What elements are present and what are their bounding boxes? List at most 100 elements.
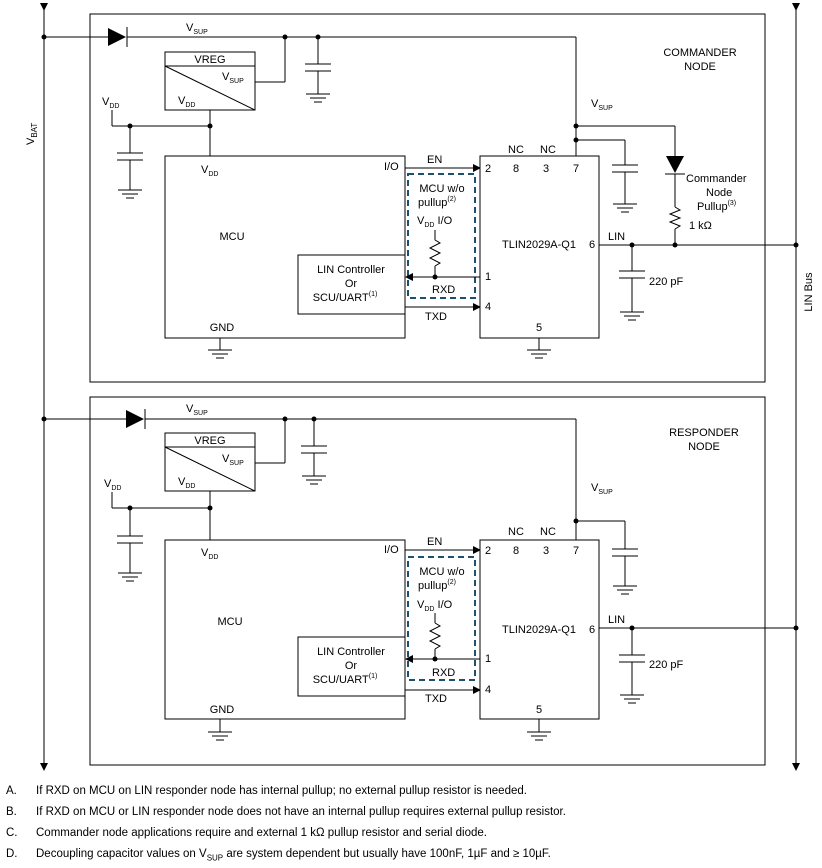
mcu-pullup-label: pullup(2) <box>418 196 456 209</box>
lin-controller-or: Or <box>345 278 358 290</box>
pullup-diode-icon <box>666 156 684 173</box>
vdd-label: VDD <box>102 96 119 110</box>
nc-label-1: NC <box>508 144 524 156</box>
vreg-vdd-label: VDD <box>178 95 195 109</box>
lin-controller-or: Or <box>345 660 358 672</box>
transceiver-ground-icon <box>527 719 551 741</box>
pin7-decoupling-capacitor-icon <box>612 521 638 595</box>
lin-controller-block <box>297 254 406 315</box>
footnote-letter: B. <box>6 806 17 818</box>
mcu-wo-label: MCU w/o <box>419 566 464 578</box>
pullup-label-2: Node <box>706 187 732 199</box>
commander-node: COMMANDER NODE VSUP VREG VSUP VDD <box>41 13 799 383</box>
vsup-label: VSUP <box>186 22 208 36</box>
lin-capacitor-icon <box>619 245 645 321</box>
lin-bus-label: LIN Bus <box>803 272 815 312</box>
rxd-pullup-resistor-icon <box>428 613 442 659</box>
mcu-pullup-dashed-box <box>407 556 476 681</box>
mcu-label: MCU <box>219 231 244 243</box>
lin-controller-label: LIN Controller <box>317 264 385 276</box>
footnote-a: A. If RXD on MCU on LIN responder node h… <box>6 781 816 802</box>
mcu-gnd-label: GND <box>210 322 235 334</box>
footnote-d: D. Decoupling capacitor values on VSUP a… <box>6 844 816 868</box>
footnote-text: Decoupling capacitor values on VSUP are … <box>36 848 551 863</box>
pin-5: 5 <box>536 704 542 716</box>
pin-8: 8 <box>513 163 519 175</box>
pin-2: 2 <box>485 545 491 557</box>
vreg-label: VREG <box>194 54 225 66</box>
rxd-pullup-resistor-icon <box>428 230 442 277</box>
responder-node-title-2: NODE <box>688 441 720 453</box>
footnote-letter: C. <box>6 827 18 839</box>
transceiver-block <box>479 539 600 720</box>
pullup-label-3: Pullup(3) <box>697 200 736 213</box>
supply-diode-icon <box>126 410 144 428</box>
cap-220pf-label: 220 pF <box>649 659 684 671</box>
mcu-ground-icon <box>208 338 232 359</box>
mcu-io-label: I/O <box>384 544 399 556</box>
vreg-block <box>164 432 256 492</box>
mcu-label: MCU <box>217 616 242 628</box>
lin-controller-label: LIN Controller <box>317 646 385 658</box>
pin-7: 7 <box>573 163 579 175</box>
pin-4: 4 <box>485 684 491 696</box>
vdd-io-label: VDD I/O <box>417 215 453 229</box>
supply-diode-icon <box>108 28 126 46</box>
footnote-letter: D. <box>6 848 18 860</box>
mcu-vdd-label: VDD <box>201 547 218 561</box>
commander-node-title-2: NODE <box>684 61 716 73</box>
pin-7: 7 <box>573 545 579 557</box>
commander-node-frame <box>89 13 766 383</box>
txd-label: TXD <box>425 311 447 323</box>
pin-2: 2 <box>485 163 491 175</box>
res-1k-label: 1 kΩ <box>689 220 712 232</box>
transceiver-label: TLIN2029A-Q1 <box>502 239 576 251</box>
lin-controller-scu-uart: SCU/UART(1) <box>313 291 378 304</box>
pin-6: 6 <box>589 624 595 636</box>
footnotes: A. If RXD on MCU on LIN responder node h… <box>6 781 816 868</box>
en-label: EN <box>427 536 442 548</box>
nc-label-2: NC <box>540 144 556 156</box>
vreg-vsup-label: VSUP <box>222 71 244 85</box>
lin-label: LIN <box>608 614 625 626</box>
pin7-vsup-label: VSUP <box>591 98 613 112</box>
footnote-b: B. If RXD on MCU or LIN responder node d… <box>6 802 816 823</box>
mcu-gnd-label: GND <box>210 704 235 716</box>
footnote-letter: A. <box>6 785 17 797</box>
pin7-vsup-label: VSUP <box>591 482 613 496</box>
lin-controller-block <box>297 636 406 697</box>
mcu-pullup-dashed-box <box>407 173 476 299</box>
commander-node-title: COMMANDER <box>663 47 736 59</box>
vreg-vsup-label: VSUP <box>222 453 244 467</box>
cap-220pf-label: 220 pF <box>649 276 684 288</box>
vdd-decoupling-capacitor-icon <box>117 126 143 199</box>
mcu-ground-icon <box>208 719 232 741</box>
pin-3: 3 <box>543 163 549 175</box>
responder-node-frame <box>89 396 766 766</box>
responder-node: RESPONDER NODE VSUP VREG VSUP VDD VDD <box>41 396 799 766</box>
txd-label: TXD <box>425 693 447 705</box>
vbat-label: VBAT <box>25 123 39 145</box>
pin-3: 3 <box>543 545 549 557</box>
pin-6: 6 <box>589 239 595 251</box>
mcu-vdd-label: VDD <box>201 164 218 178</box>
pullup-resistor-icon <box>668 206 682 230</box>
nc-label-1: NC <box>508 526 524 538</box>
mcu-wo-label: MCU w/o <box>419 183 464 195</box>
pin-1: 1 <box>485 653 491 665</box>
lin-network-schematic: VBAT LIN Bus COMMANDER NODE VSUP VRE <box>25 3 815 771</box>
responder-node-title: RESPONDER <box>669 427 739 439</box>
footnote-text: If RXD on MCU on LIN responder node has … <box>36 785 527 797</box>
rxd-label: RXD <box>432 284 455 296</box>
transceiver-block <box>479 155 600 339</box>
vdd-io-label: VDD I/O <box>417 599 453 613</box>
pin-8: 8 <box>513 545 519 557</box>
footnote-c: C. Commander node applications require a… <box>6 823 816 844</box>
vreg-label: VREG <box>194 435 225 447</box>
lin-label: LIN <box>608 231 625 243</box>
mcu-pullup-label: pullup(2) <box>418 579 456 592</box>
vdd-decoupling-capacitor-icon <box>117 508 143 582</box>
en-label: EN <box>427 154 442 166</box>
rxd-label: RXD <box>432 667 455 679</box>
pullup-label-1: Commander <box>686 173 747 185</box>
